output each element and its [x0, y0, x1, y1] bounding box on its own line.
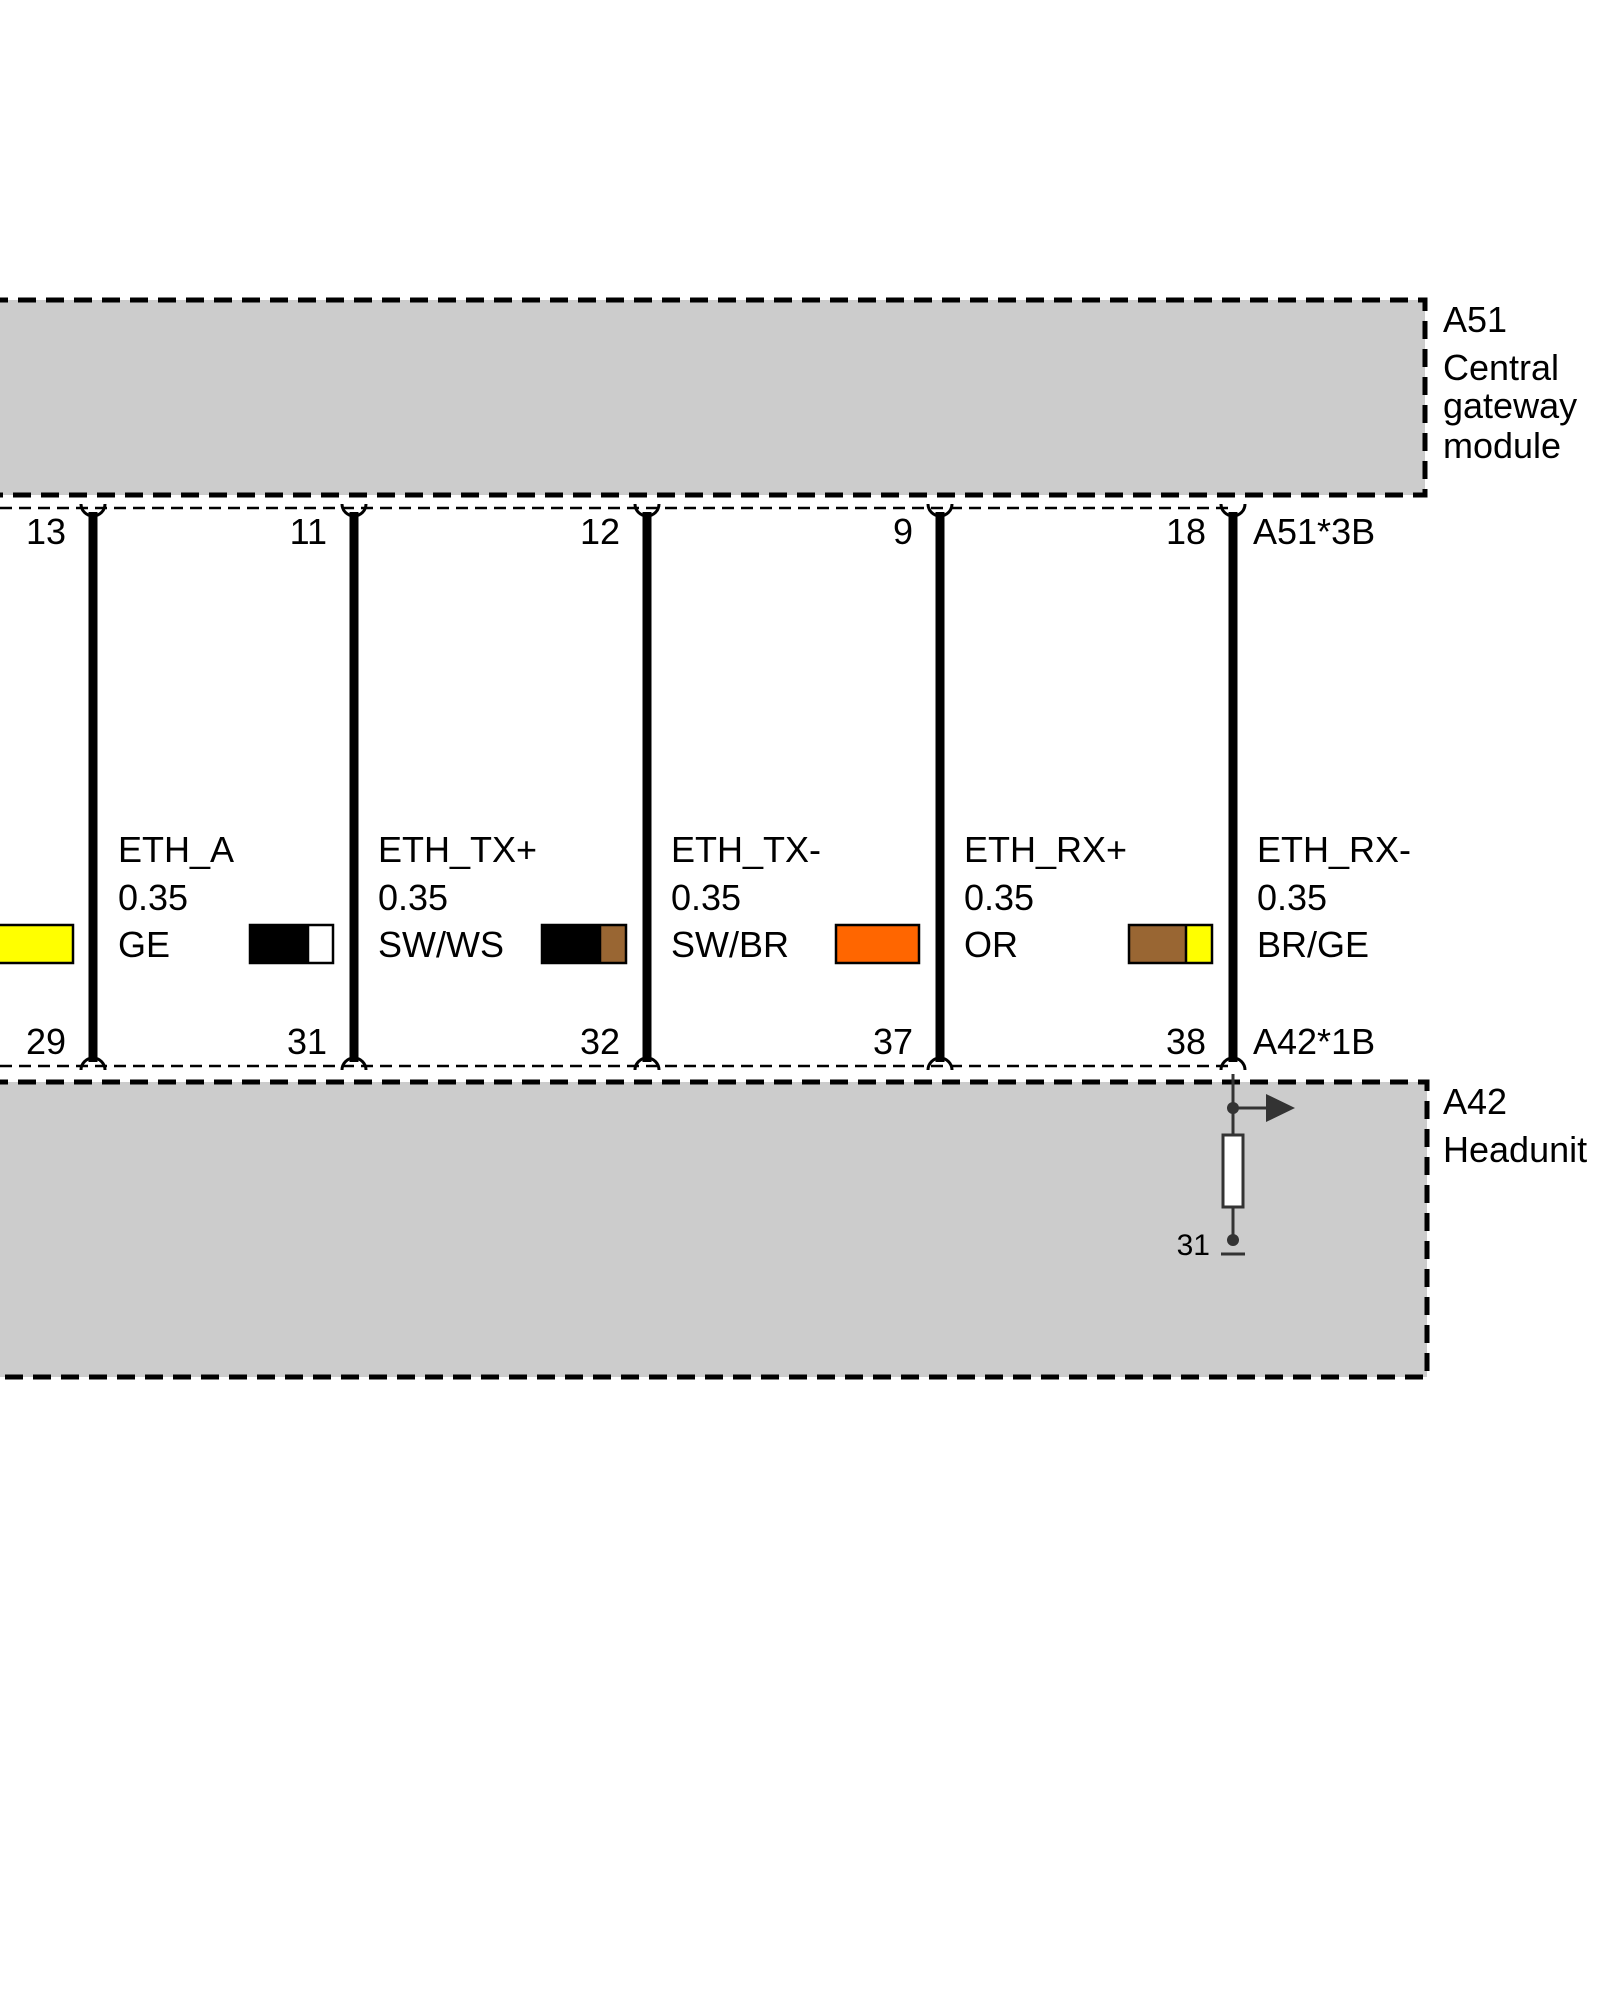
wire-1-top-pin: 13: [26, 511, 66, 552]
connector-a42-1b-label: A42*1B: [1253, 1021, 1375, 1062]
module-a42-name-line-1: Headunit: [1443, 1129, 1587, 1170]
wire-eth-tx-minus-signal: ETH_TX-: [671, 829, 821, 870]
wire-3-top-pin: 12: [580, 511, 620, 552]
module-a51-box: [0, 297, 1428, 498]
wire-3-bottom-pin: 32: [580, 1021, 620, 1062]
wire-2-bottom-terminal: [340, 1056, 368, 1071]
connector-a51-3b-label: A51*3B: [1253, 511, 1375, 552]
wire-eth-rx-plus-size: 0.35: [964, 877, 1034, 918]
wire-eth-rx-plus-color-code: OR: [964, 924, 1018, 965]
wire-3-top-terminal: [633, 503, 661, 518]
wire-eth-a-color-code: GE: [118, 924, 170, 965]
wire-4-bottom-terminal: [926, 1056, 954, 1071]
module-a51-name-line-2: gateway: [1443, 385, 1577, 426]
wire-5-bottom-pin: 38: [1166, 1021, 1206, 1062]
wire-eth-rx-minus-signal: ETH_RX-: [1257, 829, 1411, 870]
wire-2-bottom-pin: 31: [287, 1021, 327, 1062]
signal-arrow-icon: [1266, 1094, 1295, 1122]
headunit-internal-circuit: [1221, 1074, 1295, 1256]
wire-3-bottom-terminal: [633, 1056, 661, 1071]
module-a51-name-line-1: Central: [1443, 347, 1559, 388]
module-a42-box: [0, 1079, 1430, 1380]
ground-label: 31: [1177, 1229, 1210, 1262]
wire-4-top-terminal: [926, 503, 954, 518]
wire-5: 18 38: [1166, 503, 1247, 1071]
wire-eth-rx-plus-signal: ETH_RX+: [964, 829, 1127, 870]
module-a51-name-line-3: module: [1443, 425, 1561, 466]
wire-4-bottom-pin: 37: [873, 1021, 913, 1062]
wire-1-top-terminal: [79, 503, 107, 518]
wire-eth-rx-minus-swatch: [1127, 923, 1214, 965]
wire-eth-a-size: 0.35: [118, 877, 188, 918]
wire-eth-tx-minus-size: 0.35: [671, 877, 741, 918]
wire-eth-rx-minus-size: 0.35: [1257, 877, 1327, 918]
wire-1-bottom-terminal: [79, 1056, 107, 1071]
wire-4: 9 37: [873, 503, 954, 1071]
wire-eth-tx-plus-color-code: SW/WS: [378, 924, 504, 965]
resistor-icon: [1221, 1133, 1245, 1209]
module-a42-id: A42: [1443, 1081, 1507, 1122]
wire-4-top-pin: 9: [893, 511, 913, 552]
wire-3: 12 32: [580, 503, 661, 1071]
wire-eth-rx-plus-swatch: [834, 923, 921, 965]
wire-2-top-pin: 11: [290, 511, 327, 552]
wire-eth-a-swatch: [0, 923, 75, 965]
wire-2-top-terminal: [340, 503, 368, 518]
wire-eth-tx-minus-color-code: SW/BR: [671, 924, 789, 965]
wire-eth-tx-plus-swatch: [248, 923, 335, 965]
wire-1: 13 29: [26, 503, 107, 1071]
ground-node-dot: [1227, 1234, 1239, 1246]
wire-1-bottom-pin: 29: [26, 1021, 66, 1062]
wire-eth-a-signal: ETH_A: [118, 829, 234, 870]
wire-5-bottom-terminal: [1219, 1056, 1247, 1071]
wire-eth-tx-minus-swatch: [540, 923, 628, 965]
wire-eth-tx-plus-signal: ETH_TX+: [378, 829, 537, 870]
module-a51-id: A51: [1443, 299, 1507, 340]
wire-eth-rx-minus-color-code: BR/GE: [1257, 924, 1369, 965]
wire-5-top-pin: 18: [1166, 511, 1206, 552]
wire-eth-tx-plus-size: 0.35: [378, 877, 448, 918]
wire-5-top-terminal: [1219, 503, 1247, 518]
wire-2: 11 31: [287, 503, 368, 1071]
